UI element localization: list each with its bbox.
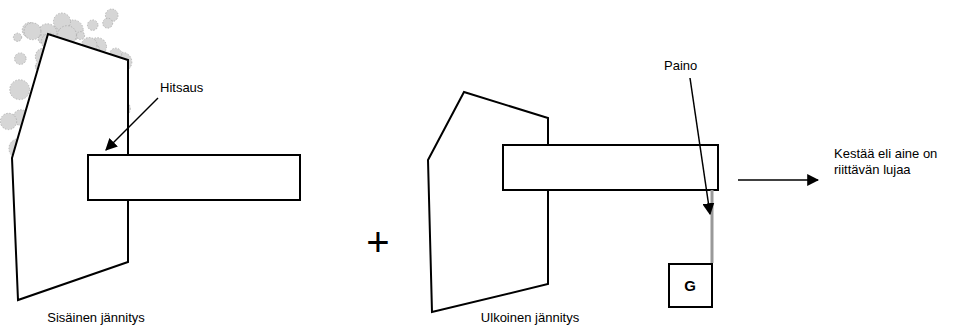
smoke-puff <box>103 18 113 28</box>
smoke-puff <box>24 23 41 40</box>
weld-label: Hitsaus <box>160 80 203 96</box>
smoke-puff <box>77 32 85 40</box>
weight-box: G <box>668 263 713 308</box>
weight-leader <box>690 78 710 214</box>
caption-internal: Sisäinen jännitys <box>47 310 145 326</box>
caption-external: Ulkoinen jännitys <box>481 310 579 326</box>
weight-label: Paino <box>664 58 697 74</box>
smoke-puff <box>13 33 21 41</box>
plus-sign: + <box>366 217 389 267</box>
rope <box>711 190 714 263</box>
smoke-puff <box>0 113 16 129</box>
right-beam <box>503 145 718 190</box>
smoke-puff <box>87 20 98 31</box>
result-note: Kestää eli aine on riittävän lujaa <box>834 146 972 179</box>
left-beam <box>88 155 300 200</box>
weight-symbol: G <box>684 277 696 294</box>
result-arrow <box>738 179 818 181</box>
smoke-puff <box>15 53 27 65</box>
weld-leader <box>106 98 158 150</box>
smoke-puff <box>10 80 30 100</box>
right-plate <box>428 92 548 312</box>
